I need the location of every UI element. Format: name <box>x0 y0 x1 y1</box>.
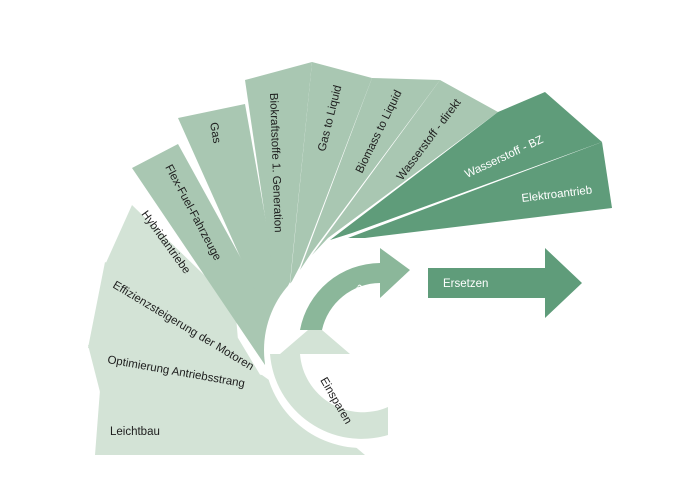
arrow-ergaenzen <box>300 248 410 330</box>
blade-flexfuel <box>132 144 275 365</box>
blade-biokraftstoffe <box>245 62 312 305</box>
blade-optimierung <box>88 345 300 402</box>
label-leichtbau: Leichtbau <box>110 426 160 438</box>
blade-gas <box>178 104 280 328</box>
blade-biomass <box>300 78 440 270</box>
label-biokraftstoffe: Biokraftstoffe 1. Generation <box>267 93 284 233</box>
label-ersetzen: Ersetzen <box>443 278 488 290</box>
blade-effizienz <box>88 262 262 378</box>
blade-hybrid <box>105 205 238 340</box>
blade-elektroantrieb <box>348 142 612 238</box>
blade-wasserstoff-bz <box>330 92 602 240</box>
arrow-ersetzen <box>428 248 582 318</box>
label-gas: Gas <box>207 121 223 144</box>
blade-gastoliquid <box>290 62 372 285</box>
blade-wasserstoff-direkt <box>312 80 498 255</box>
arrow-einsparen <box>270 324 388 439</box>
